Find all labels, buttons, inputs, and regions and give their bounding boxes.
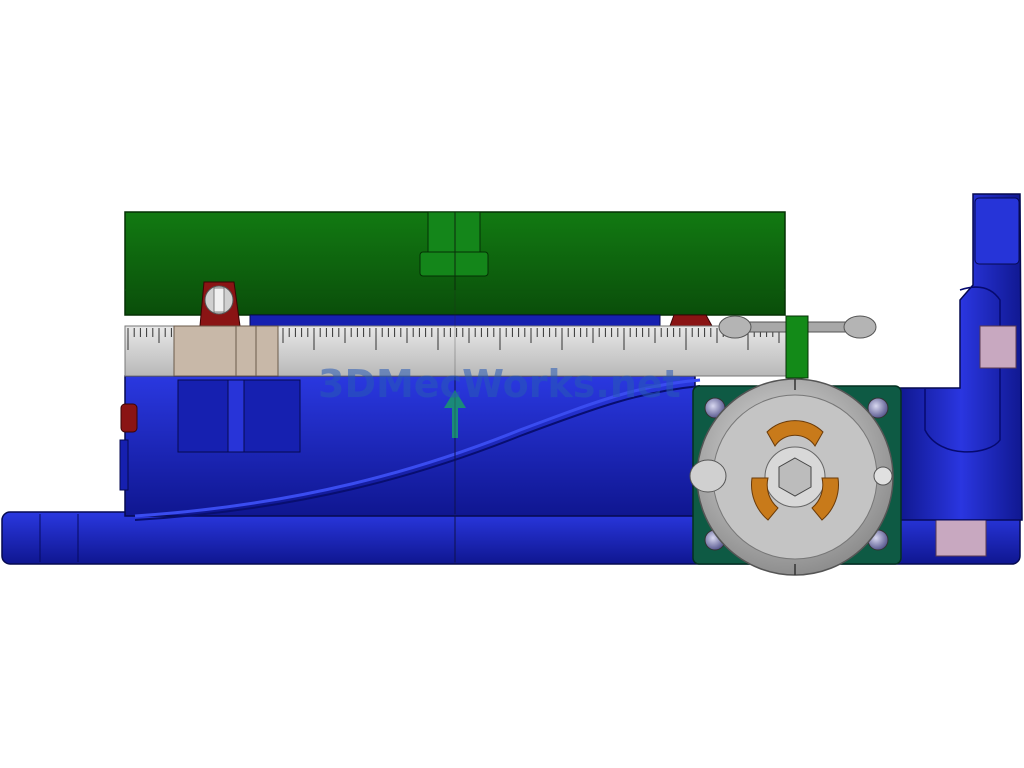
table-clamp-right — [669, 314, 713, 327]
side-lock-knob — [119, 403, 138, 491]
handwheel — [689, 378, 894, 576]
feed-lever — [718, 315, 877, 379]
end-column — [899, 193, 1023, 557]
carriage-body — [124, 375, 701, 521]
table-clamp-left — [199, 281, 241, 327]
ruler-scale — [124, 325, 788, 377]
watermark-text: 3DMecWorks.net — [318, 362, 681, 406]
